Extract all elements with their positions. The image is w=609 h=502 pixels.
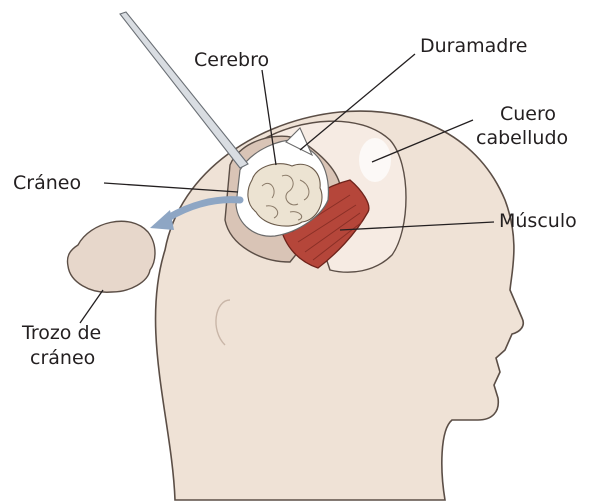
forceps [120, 12, 248, 168]
label-duramadre: Duramadre [420, 35, 527, 57]
label-trozo-line1: Trozo de [21, 322, 101, 344]
label-musculo: Músculo [499, 210, 577, 232]
label-cuero-line1: Cuero [500, 103, 556, 125]
bone-flap [67, 221, 155, 292]
label-cerebro: Cerebro [194, 49, 269, 71]
removal-arrowhead [150, 210, 174, 230]
label-trozo-line2: cráneo [30, 347, 95, 369]
label-cuero-line2: cabelludo [476, 127, 568, 149]
leader-trozo [80, 290, 103, 323]
brain [248, 164, 322, 226]
scalp-flap-highlight [359, 138, 391, 182]
label-craneo: Cráneo [13, 172, 81, 194]
